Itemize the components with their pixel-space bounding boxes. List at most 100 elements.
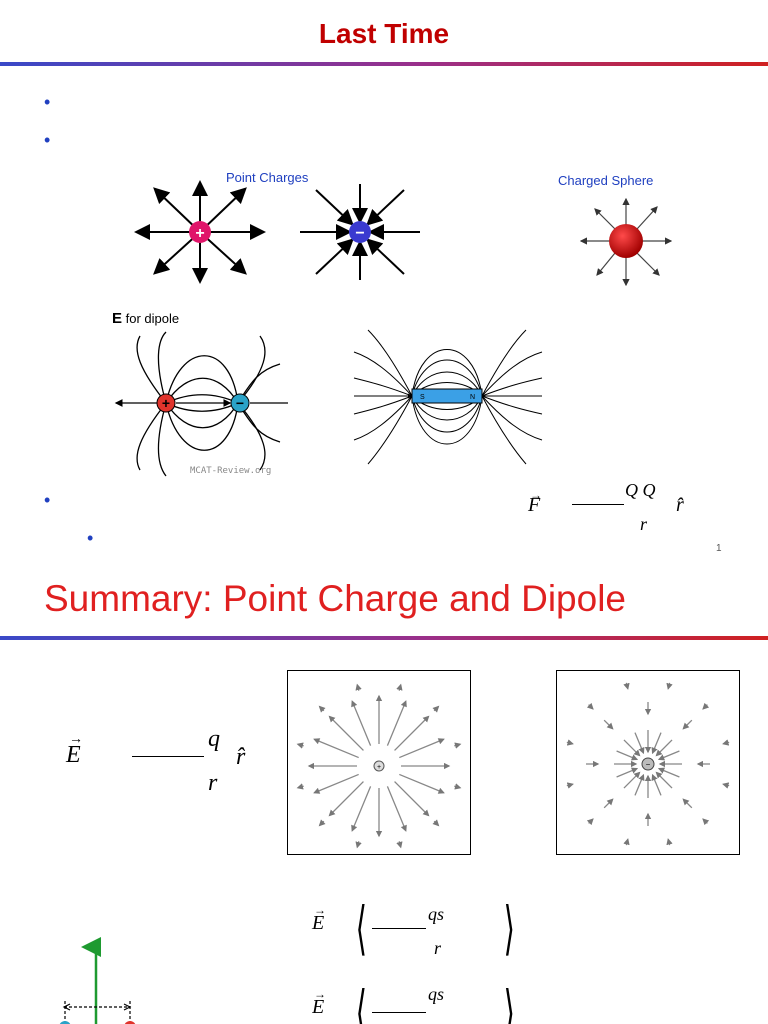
svg-text:−: −	[236, 395, 244, 411]
field-arrow	[313, 773, 359, 794]
field-arrow	[454, 783, 462, 790]
positive-point-charge	[373, 760, 385, 772]
point-charges-figure: + −	[134, 180, 420, 284]
field-arrow	[328, 715, 364, 751]
field-arrow	[313, 738, 359, 759]
field-arrow	[623, 838, 630, 846]
bar-magnet-figure: S N	[353, 329, 543, 465]
dipole-axis-sketch	[59, 937, 136, 1024]
field-arrow	[702, 818, 710, 826]
formula-E: E	[66, 742, 81, 768]
slide1-title-rule	[0, 62, 768, 66]
positive-field-box: +	[287, 670, 471, 855]
svg-text:N: N	[470, 394, 475, 401]
svg-text:+: +	[377, 764, 381, 771]
field-arrow	[702, 702, 710, 710]
field-arrow	[623, 682, 630, 690]
formula-fraction-bar	[572, 504, 624, 505]
svg-text:−: −	[355, 225, 364, 242]
bullet-2: •	[44, 130, 51, 150]
dipole-negative	[230, 393, 250, 413]
field-arrow	[566, 739, 574, 746]
field-arrow	[655, 771, 673, 789]
dipole-field-figure: + − MCAT-Review.org	[114, 331, 288, 477]
slide2-title: Summary: Point Charge and Dipole	[44, 578, 627, 619]
field-arrow	[355, 683, 362, 691]
point-formula-numerator: q	[208, 726, 220, 752]
field-arrow	[318, 819, 326, 827]
dipole-formula-1-numerator: qs	[428, 904, 445, 924]
field-arrow	[396, 841, 403, 849]
field-arrow	[722, 739, 730, 746]
field-arrow	[586, 702, 594, 710]
field-arrow	[722, 782, 730, 789]
field-arrow	[623, 771, 641, 789]
field-arrow	[296, 742, 304, 749]
slide2-title-rule	[0, 636, 768, 640]
svg-text:S: S	[420, 394, 425, 401]
field-arrow	[432, 819, 440, 827]
coulomb-formula: F → Q Q r r̂	[528, 480, 684, 534]
dipole-formula-1-denominator: r	[434, 938, 442, 958]
svg-text:−: −	[646, 760, 651, 769]
bar-magnet	[411, 388, 483, 404]
field-arrow	[655, 739, 673, 757]
field-arrow	[386, 786, 407, 832]
field-arrow	[682, 719, 693, 730]
field-arrow	[616, 767, 639, 778]
field-arrow	[351, 700, 372, 746]
field-arrow	[634, 732, 645, 755]
charged-sphere	[609, 224, 643, 258]
bullet-4: •	[87, 528, 94, 548]
field-arrow	[566, 782, 574, 789]
field-arrow	[603, 798, 614, 809]
charged-sphere-label: Charged Sphere	[558, 173, 654, 188]
field-arrow	[396, 683, 403, 691]
field-arrow	[616, 750, 639, 761]
dipole-formula-2-bar	[372, 1012, 426, 1013]
formula-denominator: r	[640, 514, 648, 534]
point-formula-denominator: r	[208, 770, 218, 796]
dipole-formula-2: E → ⟨ qs ⟩	[312, 980, 515, 1024]
field-arrow	[296, 783, 304, 790]
field-arrow	[666, 682, 673, 690]
field-arrow	[657, 767, 680, 778]
field-arrow	[666, 838, 673, 846]
dipole-formula-1-E: E	[312, 912, 325, 934]
point-charges-label: Point Charges	[226, 170, 309, 185]
field-arrow	[394, 781, 430, 817]
dipole-formula-1-bar	[372, 928, 426, 929]
point-formula-bar	[132, 756, 204, 757]
slide1-title: Last Time	[318, 18, 450, 49]
field-arrow	[394, 715, 430, 751]
field-arrow	[623, 739, 641, 757]
field-arrow	[651, 732, 662, 755]
field-arrow	[351, 786, 372, 832]
dipole-positive	[156, 393, 176, 413]
page-number: 1	[716, 543, 722, 554]
point-charge-formula: E → q r r̂	[66, 726, 246, 796]
negative-charge	[349, 221, 371, 243]
field-arrow	[318, 705, 326, 713]
field-arrow	[328, 781, 364, 817]
field-arrow	[682, 798, 693, 809]
field-arrow	[603, 719, 614, 730]
dipole-formula-1: E → ⟨ qs r ⟩	[312, 894, 515, 962]
negative-charge-field	[300, 184, 420, 280]
formula-numerator: Q Q	[625, 480, 656, 500]
svg-text:+: +	[195, 225, 204, 242]
watermark: MCAT-Review.org	[190, 466, 271, 476]
field-arrow	[657, 750, 680, 761]
field-arrow	[651, 773, 662, 796]
field-arrow	[386, 700, 407, 746]
point-formula-rhat: r̂	[236, 744, 246, 770]
bullet-3: •	[44, 490, 51, 510]
dipole-formula-2-E: E	[312, 996, 325, 1018]
field-arrow	[399, 738, 445, 759]
dipole-caption: E for dipole	[112, 310, 180, 327]
formula-F: F	[528, 494, 541, 516]
field-arrow	[399, 773, 445, 794]
negative-point-charge	[641, 757, 655, 771]
field-arrow	[355, 841, 362, 849]
charged-sphere-figure	[579, 197, 673, 287]
